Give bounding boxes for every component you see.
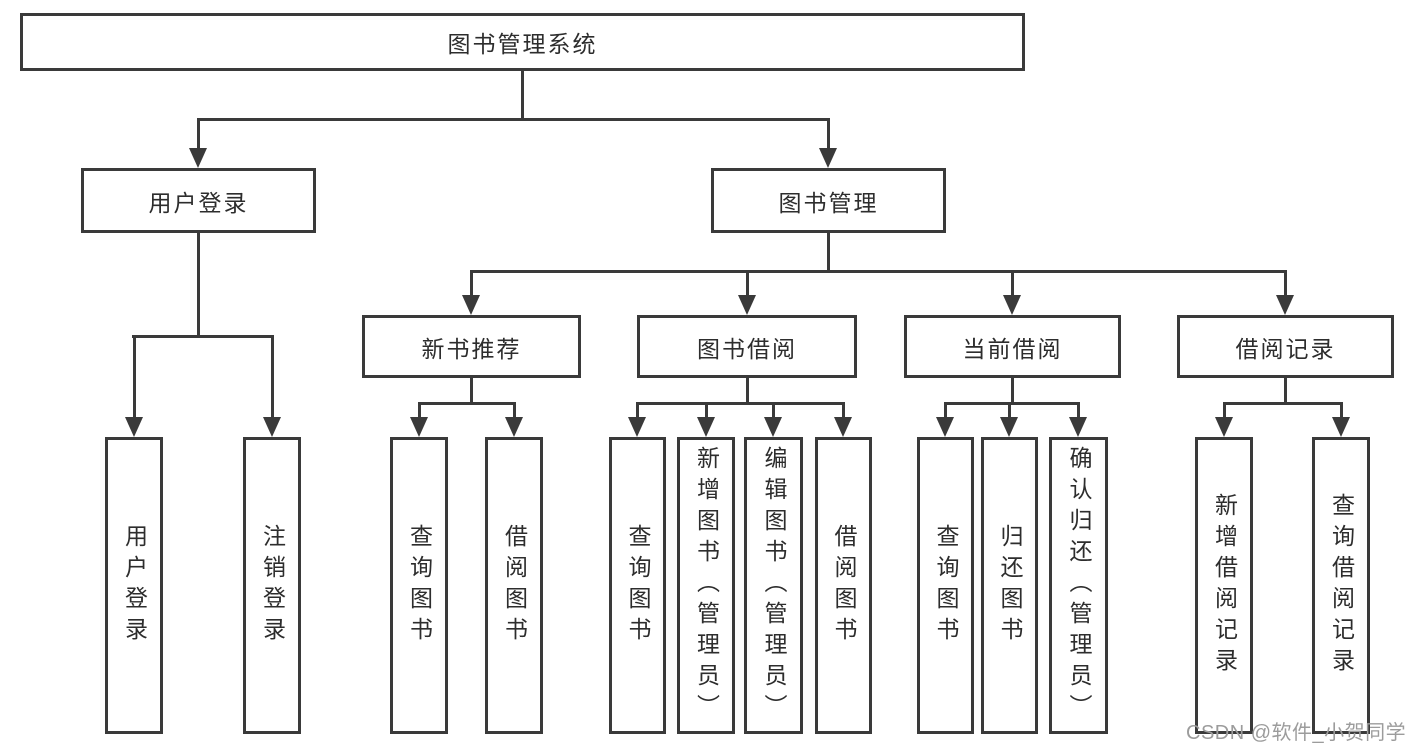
connector-line [745, 270, 749, 299]
arrow-head [697, 417, 715, 437]
node-label: 用户登录 [121, 523, 148, 648]
connector-line [520, 70, 524, 121]
connector-line [197, 118, 829, 121]
leaf-user-login: 用户登录 [105, 437, 163, 734]
node-new-book-recommend: 新书推荐 [362, 315, 581, 378]
arrow-head [1069, 417, 1087, 437]
leaf-add-book-admin: 新增图书（管理员） [677, 437, 735, 734]
connector-line [270, 335, 274, 421]
node-book-management: 图书管理 [711, 168, 946, 233]
arrow-head [462, 295, 480, 315]
node-label: 图书管理系统 [447, 31, 598, 57]
node-label: 借阅记录 [1235, 335, 1336, 362]
node-label: 确认归还（管理员） [1066, 446, 1092, 725]
node-label: 查询借阅记录 [1328, 492, 1355, 679]
connector-line [417, 402, 421, 421]
connector-line [196, 118, 200, 152]
leaf-query-borrow-record: 查询借阅记录 [1312, 437, 1370, 734]
arrow-head [936, 417, 954, 437]
leaf-query-book-1: 查询图书 [390, 437, 448, 734]
connector-line [1283, 270, 1287, 299]
node-label: 查询图书 [406, 523, 433, 648]
node-label: 当前借阅 [962, 335, 1063, 362]
node-label: 查询图书 [933, 523, 959, 648]
connector-line [704, 402, 708, 421]
node-label: 借阅图书 [501, 523, 528, 648]
arrow-head [125, 417, 143, 437]
node-borrow-records: 借阅记录 [1177, 315, 1394, 378]
watermark: CSDN @软件_小贺同学 [1186, 722, 1405, 744]
arrow-head [738, 295, 756, 315]
node-label: 编辑图书（管理员） [761, 446, 787, 725]
arrow-head [189, 148, 207, 168]
connector-line [1007, 402, 1011, 421]
node-book-borrow: 图书借阅 [637, 315, 857, 378]
connector-line [826, 232, 830, 273]
leaf-query-book-3: 查询图书 [917, 437, 974, 734]
node-label: 新书推荐 [421, 335, 522, 362]
connector-line [636, 402, 844, 405]
arrow-head [1332, 417, 1350, 437]
connector-line [418, 402, 515, 405]
leaf-confirm-return-admin: 确认归还（管理员） [1049, 437, 1108, 734]
node-user-login: 用户登录 [81, 168, 316, 233]
connector-line [469, 377, 473, 405]
connector-line [1339, 402, 1343, 421]
leaf-edit-book-admin: 编辑图书（管理员） [744, 437, 803, 734]
node-label: 注销登录 [259, 523, 286, 648]
arrow-head [764, 417, 782, 437]
connector-line [771, 402, 775, 421]
connector-line [1283, 377, 1287, 405]
arrow-head [834, 417, 852, 437]
leaf-query-book-2: 查询图书 [609, 437, 666, 734]
arrow-head [410, 417, 428, 437]
node-label: 查询图书 [625, 523, 651, 648]
node-current-borrow: 当前借阅 [904, 315, 1121, 378]
connector-line [196, 232, 200, 338]
arrow-head [1276, 295, 1294, 315]
node-root: 图书管理系统 [20, 13, 1025, 71]
arrow-head [1003, 295, 1021, 315]
leaf-add-borrow-record: 新增借阅记录 [1195, 437, 1253, 734]
node-label: 归还图书 [997, 523, 1023, 648]
leaf-borrow-book-1: 借阅图书 [485, 437, 543, 734]
connector-line [469, 270, 473, 299]
connector-line [132, 335, 136, 421]
leaf-borrow-book-2: 借阅图书 [815, 437, 872, 734]
connector-line [635, 402, 639, 421]
node-label: 图书管理 [778, 189, 879, 216]
arrow-head [628, 417, 646, 437]
connector-line [1010, 377, 1014, 405]
connector-line [512, 402, 516, 421]
connector-line [470, 270, 1286, 273]
connector-line [745, 377, 749, 405]
node-label: 图书借阅 [697, 335, 797, 362]
connector-line [841, 402, 845, 421]
arrow-head [1000, 417, 1018, 437]
arrow-head [263, 417, 281, 437]
arrow-head [819, 148, 837, 168]
connector-line [944, 402, 1079, 405]
connector-line [1223, 402, 1342, 405]
node-label: 借阅图书 [831, 523, 857, 648]
node-label: 用户登录 [148, 189, 249, 216]
connector-line [132, 335, 273, 338]
leaf-return-book: 归还图书 [981, 437, 1038, 734]
connector-line [1222, 402, 1226, 421]
connector-line [1010, 270, 1014, 299]
arrow-head [1215, 417, 1233, 437]
node-label: 新增图书（管理员） [693, 446, 720, 725]
arrow-head [505, 417, 523, 437]
connector-line [943, 402, 947, 421]
connector-line [826, 118, 830, 152]
node-label: 新增借阅记录 [1211, 492, 1238, 679]
leaf-logout: 注销登录 [243, 437, 301, 734]
connector-line [1076, 402, 1080, 421]
